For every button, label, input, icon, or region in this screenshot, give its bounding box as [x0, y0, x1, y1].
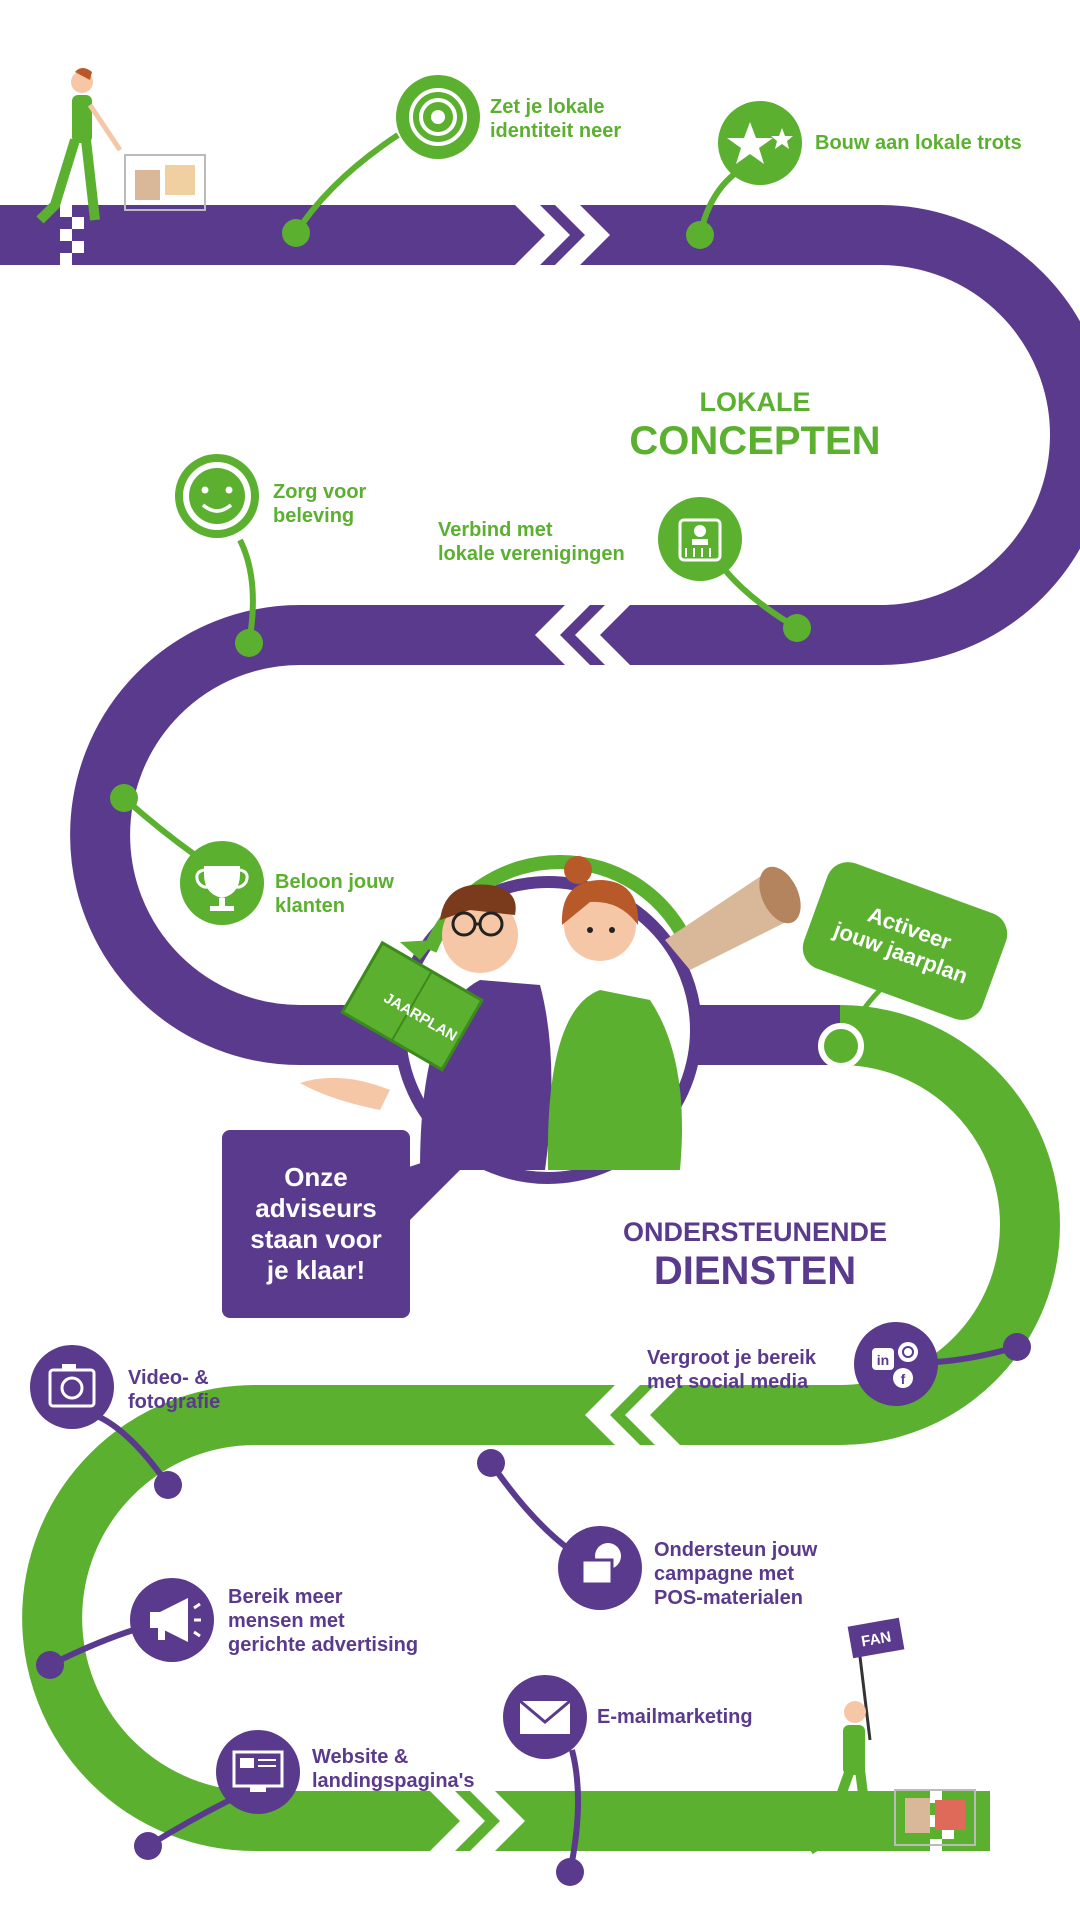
shopper-with-flag-finish: FAN — [807, 1617, 976, 1855]
social-media-icon: in f — [854, 1322, 938, 1406]
step-website: Website & landingspagina's — [312, 1746, 475, 1792]
step-pos-materials: Ondersteun jouw campagne met POS-materia… — [654, 1539, 818, 1609]
pos-materials-icon — [558, 1526, 642, 1610]
chevrons-right-2 — [430, 1791, 525, 1851]
step-advertising: Bereik meer mensen met gerichte advertis… — [228, 1586, 419, 1656]
step-experience: Zorg voor beleving — [273, 481, 367, 527]
shopper-with-cart-start — [36, 68, 206, 234]
heading-local-line2: CONCEPTEN — [629, 419, 881, 463]
advisors-speech-bubble: Onze adviseurs staan voor je klaar! — [222, 1130, 410, 1318]
svg-text:f: f — [901, 1371, 906, 1387]
chevrons-right-1 — [515, 205, 610, 265]
megaphone-icon — [130, 1578, 214, 1662]
step-local-associations: Verbind met lokale verenigingen — [438, 519, 625, 565]
svg-text:in: in — [877, 1352, 889, 1368]
advisors-illustration: JAARPLAN — [300, 854, 801, 1184]
trophy-icon — [180, 841, 264, 925]
heading-services-line1: ONDERSTEUNENDE — [622, 1217, 888, 1247]
smiley-icon — [175, 454, 259, 538]
website-icon — [216, 1730, 300, 1814]
chevrons-left-2 — [585, 1385, 680, 1445]
step-email-marketing: E-mailmarketing — [597, 1706, 753, 1728]
club-crest-icon — [658, 497, 742, 581]
heading-local-concepts: LOKALE CONCEPTEN — [590, 385, 920, 463]
step-video-photography: Video- & fotografie — [128, 1367, 221, 1413]
step-local-pride: Bouw aan lokale trots — [815, 132, 1022, 154]
stars-icon — [718, 101, 802, 185]
flag-label: FAN — [860, 1629, 892, 1651]
step-social-media: Vergroot je bereik met social media — [647, 1347, 816, 1393]
heading-supporting-services: ONDERSTEUNENDE DIENSTEN — [565, 1215, 945, 1293]
chevrons-left-1 — [535, 605, 630, 665]
camera-icon — [30, 1345, 114, 1429]
heading-services-line2: DIENSTEN — [653, 1249, 857, 1293]
target-icon — [396, 75, 480, 159]
checkered-start-icon — [60, 205, 84, 265]
heading-local-line1: LOKALE — [699, 387, 811, 417]
step-reward-customers: Beloon jouw klanten — [275, 871, 394, 917]
step-local-identity: Zet je lokale identiteit neer — [490, 96, 622, 142]
envelope-icon — [503, 1675, 587, 1759]
